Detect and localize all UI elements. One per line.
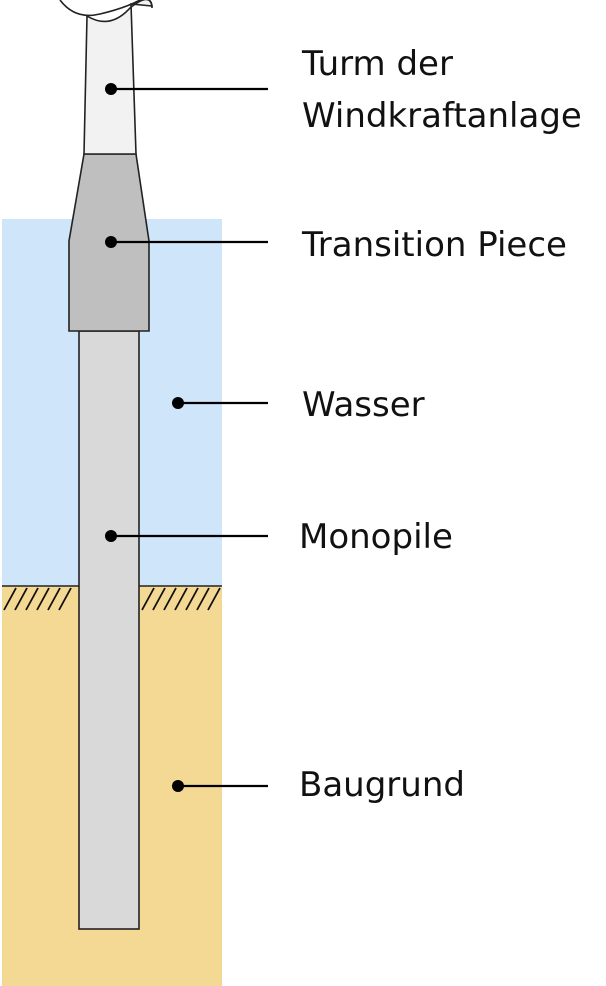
monopile-label: Monopile [299,517,453,557]
tower-break-line [59,0,153,17]
hatch-stroke [163,587,177,611]
seabed-hatching [3,587,221,611]
transition-piece-label: Transition Piece [301,225,567,265]
monopile-shape [78,330,140,930]
hatch-stroke [141,587,155,611]
tower-label-line2: Windkraftanlage [302,96,582,136]
hatch-stroke [152,587,166,611]
subsoil-label: Baugrund [299,765,465,805]
hatch-stroke [207,587,221,611]
hatch-stroke [174,587,188,611]
hatch-stroke [14,587,28,611]
tower-label-line1: Turm der [301,44,453,84]
water-label: Wasser [302,385,425,425]
hatch-stroke [196,587,210,611]
hatch-stroke [58,587,72,611]
hatch-stroke [25,587,39,611]
hatch-stroke [185,587,199,611]
hatch-stroke [36,587,50,611]
hatch-stroke [3,587,17,611]
hatch-stroke [47,587,61,611]
tower-shape [83,0,153,155]
